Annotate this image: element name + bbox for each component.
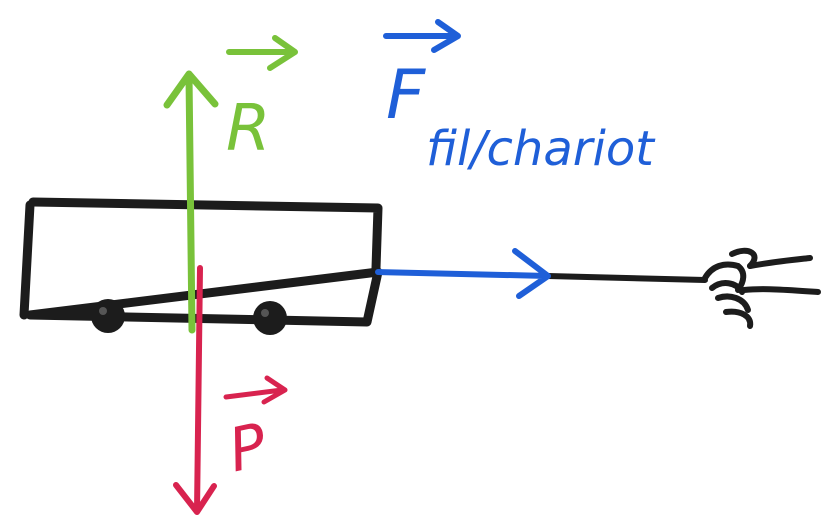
cart bbox=[19, 197, 383, 335]
weight-vector-arrow-icon bbox=[223, 375, 288, 405]
tension-label-sub: fil/chariot bbox=[426, 121, 656, 177]
weight-arrow bbox=[173, 265, 217, 515]
cart-wheel-left bbox=[91, 299, 125, 333]
tension-arrow bbox=[375, 248, 551, 299]
tension-label-main: F bbox=[386, 56, 426, 135]
cart-body bbox=[25, 197, 383, 327]
tension-vector-arrow-icon bbox=[383, 19, 461, 53]
reaction-label: R bbox=[226, 92, 270, 166]
cart-wheel-right bbox=[253, 301, 287, 335]
pulling-hand-icon bbox=[702, 247, 821, 329]
cart-left-side bbox=[19, 200, 35, 320]
reaction-vector-arrow-icon bbox=[226, 35, 298, 71]
reaction-force-vector: R bbox=[163, 35, 298, 334]
string-line bbox=[545, 273, 708, 283]
tension-force-vector: F fil/chariot bbox=[375, 19, 708, 299]
weight-label: P bbox=[223, 410, 274, 486]
reaction-arrow bbox=[163, 70, 219, 334]
